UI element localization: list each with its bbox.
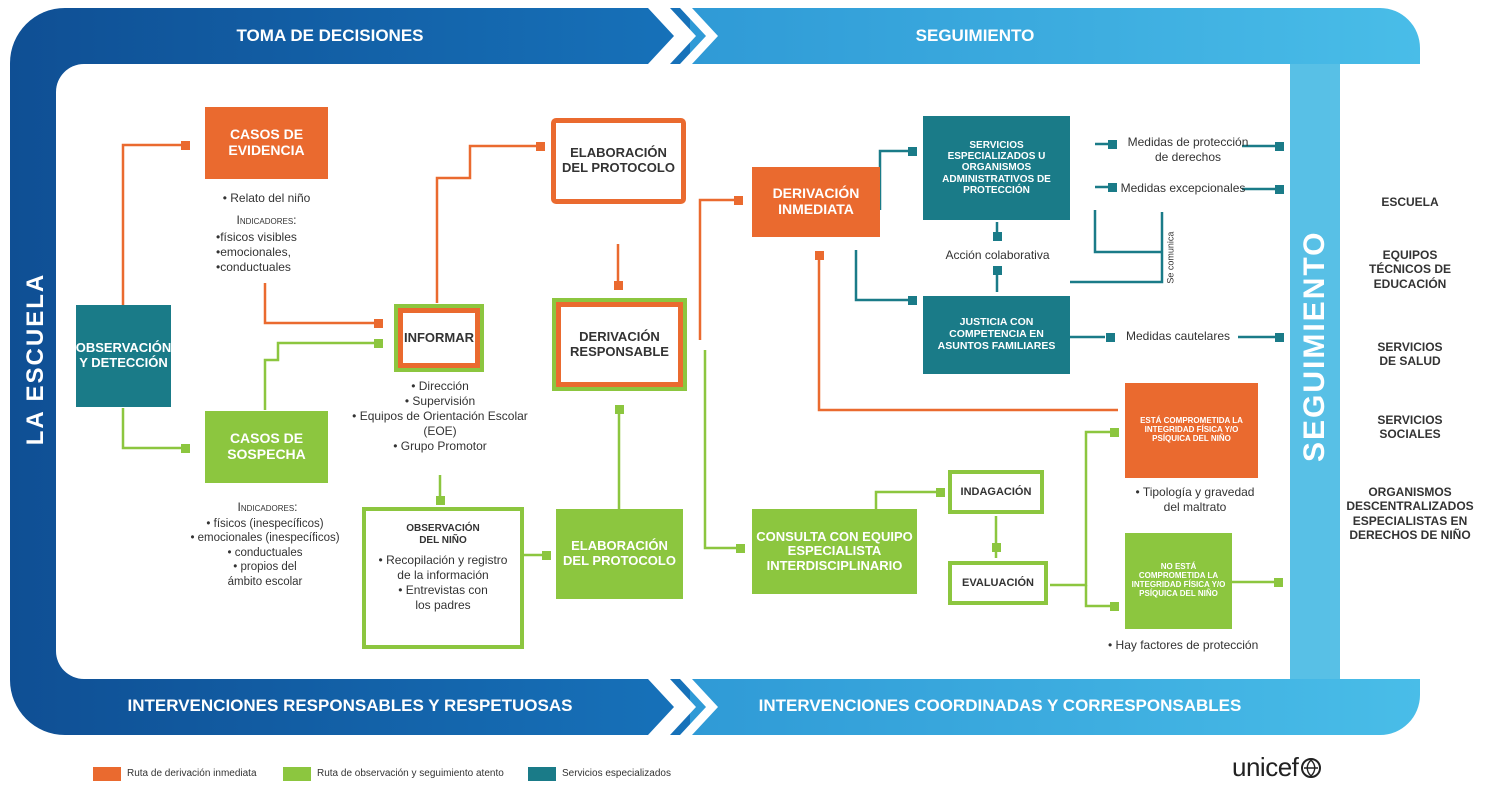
legend-label-teal: Servicios especializados xyxy=(562,768,671,779)
indicadores-list: •físicos visibles •emocionales, •conduct… xyxy=(216,230,336,275)
la-escuela-label: LA ESCUELA xyxy=(22,272,49,446)
seguimiento-bar xyxy=(1290,64,1340,679)
side-org-a: ORGANISMOS xyxy=(1368,485,1452,499)
box-esta-comprometida: ESTÁ COMPROMETIDA LA INTEGRIDAD FÍSICA Y… xyxy=(1125,383,1258,478)
medidas-excepcionales-text: Medidas excepcionales xyxy=(1120,181,1246,195)
box-elaboracion-protocolo-top: ELABORACIÓN DEL PROTOCOLO xyxy=(551,118,686,204)
side-sociales-a: SERVICIOS xyxy=(1377,413,1443,427)
indicadores-list-2: • físicos (inespecíficos) • emocionales … xyxy=(180,517,350,589)
seguimiento-vertical-label: SEGUIMIENTO xyxy=(1298,230,1331,462)
inf-equipos: • Equipos de Orientación Escolar xyxy=(352,409,528,423)
band-title-intervenciones-coordinadas: INTERVENCIONES COORDINADAS Y CORRESPONSA… xyxy=(758,696,1242,715)
box-casos-sospecha: CASOS DE SOSPECHA xyxy=(205,411,328,483)
band-title-intervenciones-responsables: INTERVENCIONES RESPONSABLES Y RESPETUOSA… xyxy=(127,696,573,715)
box-derivacion-responsable: DERIVACIÓN RESPONSABLE xyxy=(552,298,687,391)
side-org-c: ESPECIALISTAS EN xyxy=(1352,513,1468,528)
medidas-proteccion-text: Medidas de protección de derechos xyxy=(1118,135,1258,165)
box-consulta-equipo: CONSULTA CON EQUIPO ESPECIALISTA INTERDI… xyxy=(752,509,917,594)
band-title-seguimiento: SEGUIMIENTO xyxy=(915,26,1035,45)
box-observacion-nino: OBSERVACIÓN DEL NIÑO • Recopilación y re… xyxy=(362,507,524,649)
box-justicia: JUSTICIA CON COMPETENCIA EN ASUNTOS FAMI… xyxy=(923,296,1070,374)
chevron-right-icon xyxy=(648,679,718,735)
obs-item-1: • Recopilación y registro xyxy=(378,553,508,567)
box-observacion-deteccion: OBSERVACIÓN Y DETECCIÓN xyxy=(76,305,171,407)
legend-swatch-green xyxy=(283,767,311,781)
side-sociales-b: SOCIALES xyxy=(1379,427,1441,442)
ind2-conductuales: • conductuales xyxy=(227,546,303,559)
side-equipos: EQUIPOS TÉCNICOS DE EDUCACIÓN xyxy=(1345,248,1475,291)
relato-text: • Relato del niño xyxy=(222,191,311,205)
side-escuela: ESCUELA xyxy=(1381,195,1439,209)
box-derivacion-inmediata: DERIVACIÓN INMEDIATA xyxy=(752,167,880,237)
side-organismos: ORGANISMOS DESCENTRALIZADOS ESPECIALISTA… xyxy=(1345,485,1475,543)
indicadores-heading-2: Indicadores: xyxy=(237,500,298,514)
side-org-b: DESCENTRALIZADOS xyxy=(1346,499,1474,514)
informar-list: • Dirección • Supervisión • Equipos de O… xyxy=(345,379,535,454)
inf-direccion: • Dirección xyxy=(411,379,469,393)
side-salud-b: DE SALUD xyxy=(1379,354,1441,369)
unicef-logo: unicef xyxy=(1232,752,1352,786)
tipologia-a: • Tipología y gravedad xyxy=(1135,485,1255,499)
box-casos-evidencia: CASOS DE EVIDENCIA xyxy=(205,107,328,179)
obs-item-1b: de la información xyxy=(397,568,489,582)
medidas-proteccion-b: de derechos xyxy=(1154,150,1222,164)
tipologia-b: del maltrato xyxy=(1163,500,1227,514)
ind2-ambito: ámbito escolar xyxy=(227,575,303,588)
ind2-fisicos: • físicos (inespecíficos) xyxy=(206,518,324,530)
inf-grupo: • Grupo Promotor xyxy=(393,439,487,453)
medidas-cautelares-text: Medidas cautelares xyxy=(1125,329,1231,343)
ind-emocionales: •emocionales, xyxy=(216,245,291,259)
globe-icon xyxy=(1301,758,1322,778)
box-elaboracion-protocolo-bottom: ELABORACIÓN DEL PROTOCOLO xyxy=(556,509,683,599)
side-org-d: DERECHOS DE NIÑO xyxy=(1349,528,1471,543)
inf-supervision: • Supervisión xyxy=(404,394,476,408)
se-comunica-text: Se comunica xyxy=(1165,231,1176,284)
side-equipos-c: EDUCACIÓN xyxy=(1373,276,1447,291)
indicadores-heading: Indicadores: xyxy=(236,213,297,227)
box-evaluacion: EVALUACIÓN xyxy=(948,561,1048,605)
tipologia-text: • Tipología y gravedad del maltrato xyxy=(1115,485,1275,515)
legend-label-green: Ruta de observación y seguimiento atento xyxy=(317,768,504,779)
band-title-toma: TOMA DE DECISIONES xyxy=(236,26,424,45)
box-no-esta-comprometida: NO ESTÁ COMPROMETIDA LA INTEGRIDAD FÍSIC… xyxy=(1125,533,1232,629)
side-sociales: SERVICIOS SOCIALES xyxy=(1345,413,1475,442)
medidas-proteccion-a: Medidas de protección xyxy=(1127,135,1249,149)
obs-item-2: • Entrevistas con xyxy=(398,583,488,597)
ind-conductuales: •conductuales xyxy=(216,260,291,274)
legend-swatch-orange xyxy=(93,767,121,781)
box-indagacion: INDAGACIÓN xyxy=(948,470,1044,514)
side-equipos-a: EQUIPOS xyxy=(1382,248,1438,262)
obs-item-2b: los padres xyxy=(415,598,471,612)
side-salud-a: SERVICIOS xyxy=(1377,340,1443,354)
side-equipos-b: TÉCNICOS DE xyxy=(1368,262,1451,277)
unicef-logo-text: unicef xyxy=(1232,752,1299,782)
box-servicios-especializados: SERVICIOS ESPECIALIZADOS U ORGANISMOS AD… xyxy=(923,116,1070,220)
ind2-propios: • propios del xyxy=(233,561,297,574)
legend-label-orange: Ruta de derivación inmediata xyxy=(127,768,257,779)
hay-factores-text: • Hay factores de protección xyxy=(1108,638,1259,652)
frame-right-gap xyxy=(1340,64,1486,679)
observacion-nino-title: OBSERVACIÓN DEL NIÑO xyxy=(406,523,480,546)
ind-fisicos: •físicos visibles xyxy=(216,230,297,244)
ind2-emocionales: • emocionales (inespecíficos) xyxy=(190,532,340,545)
side-salud: SERVICIOS DE SALUD xyxy=(1345,340,1475,369)
legend-swatch-teal xyxy=(528,767,556,781)
chevron-right-icon xyxy=(648,8,718,64)
accion-colaborativa-text: Acción colaborativa xyxy=(945,248,1050,262)
box-informar: INFORMAR xyxy=(394,304,484,372)
inf-eoe: (EOE) xyxy=(423,424,457,438)
